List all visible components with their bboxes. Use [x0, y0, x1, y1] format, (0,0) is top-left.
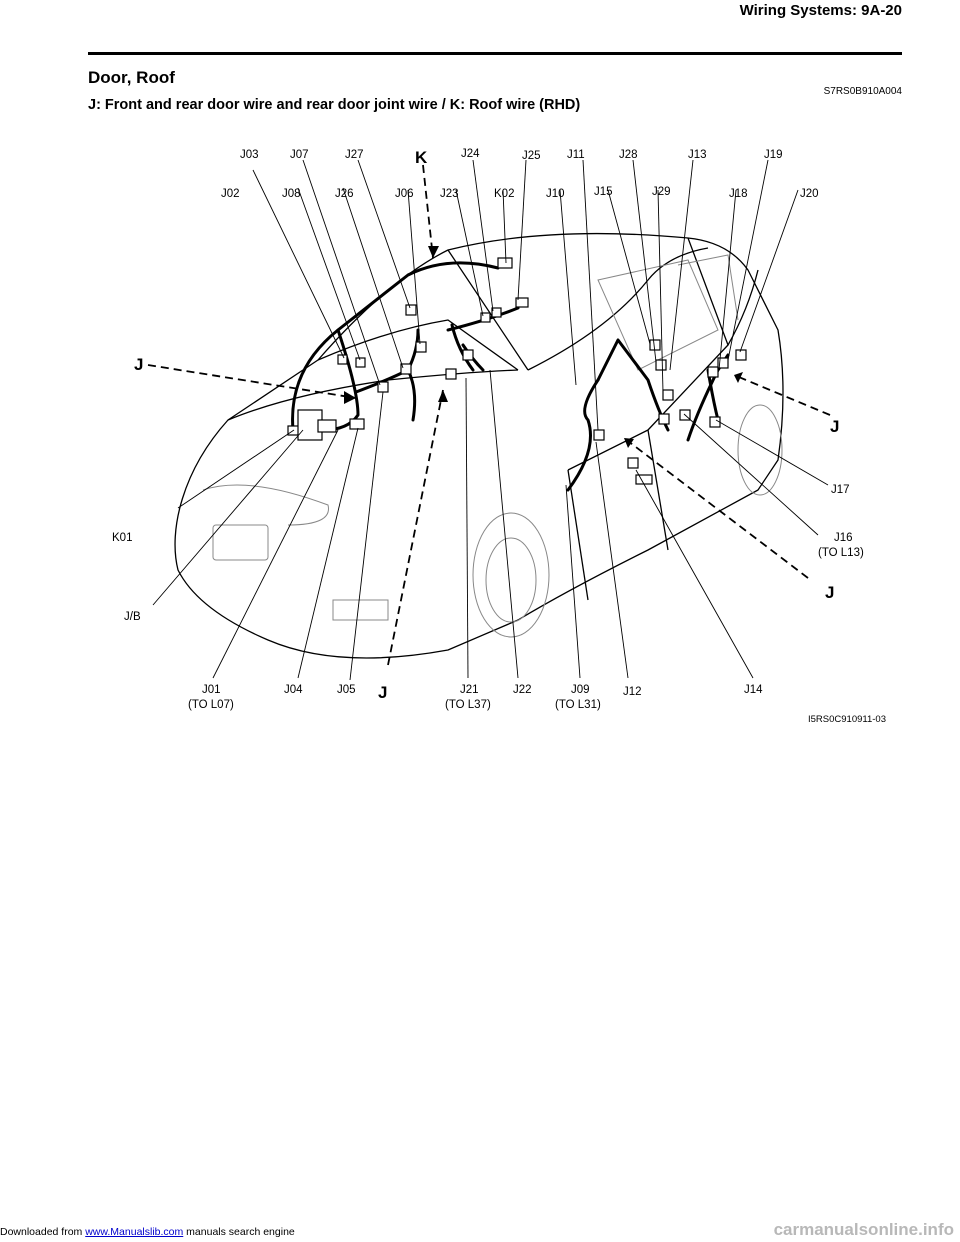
label-j16: J16 — [834, 532, 853, 544]
figure-id: I5RS0C910911-03 — [808, 714, 886, 725]
label-j09: J09 — [571, 684, 590, 696]
label-j25: J25 — [522, 150, 541, 162]
label-j05: J05 — [337, 684, 356, 696]
label-j20: J20 — [800, 188, 819, 200]
label-j19: J19 — [764, 149, 783, 161]
label-j12: J12 — [623, 686, 642, 698]
car-details — [202, 254, 783, 638]
label-jb: J/B — [124, 611, 141, 623]
connectors — [287, 257, 747, 485]
header-rule — [88, 52, 902, 55]
label-j28: J28 — [619, 149, 638, 161]
label-j29: J29 — [652, 186, 671, 198]
leader-lines — [152, 159, 829, 681]
pointer-arrows — [147, 164, 831, 666]
figure-subtitle: J: Front and rear door wire and rear doo… — [88, 97, 581, 113]
section-code: S7RS0B910A004 — [823, 86, 902, 97]
car-outline — [174, 232, 784, 659]
label-j26: J26 — [335, 188, 354, 200]
label-k-top: K — [415, 148, 428, 167]
label-j-left: J — [134, 355, 143, 374]
label-j08: J08 — [282, 188, 301, 200]
label-j01-sub: (TO L07) — [188, 699, 234, 711]
label-j22: J22 — [513, 684, 532, 696]
label-j07: J07 — [290, 149, 309, 161]
download-footer: Downloaded from www.Manualslib.com manua… — [0, 1226, 295, 1238]
label-j09-sub: (TO L31) — [555, 699, 601, 711]
label-j17: J17 — [831, 484, 850, 496]
header-title: Wiring Systems: 9A-20 — [739, 2, 902, 19]
label-j03: J03 — [240, 149, 259, 161]
label-j13: J13 — [688, 149, 707, 161]
section-title: Door, Roof — [88, 68, 175, 87]
label-j24: J24 — [461, 148, 480, 160]
label-j18: J18 — [729, 188, 748, 200]
label-j-right: J — [830, 417, 839, 436]
arrow-heads — [344, 246, 743, 448]
label-j21-sub: (TO L37) — [445, 699, 491, 711]
label-j01: J01 — [202, 684, 221, 696]
label-j16-sub: (TO L13) — [818, 547, 864, 559]
connector-labels: J03 J07 J27 J24 J25 J11 J28 J13 J19 J02 … — [112, 148, 864, 711]
footer-suffix: manuals search engine — [183, 1226, 295, 1238]
wire-harness — [291, 261, 730, 492]
label-j21: J21 — [460, 684, 479, 696]
label-j27: J27 — [345, 149, 364, 161]
footer-prefix: Downloaded from — [0, 1226, 86, 1238]
watermark: carmanualsonline.info — [773, 1220, 954, 1239]
label-k02: K02 — [494, 188, 514, 200]
label-j11: J11 — [567, 149, 585, 161]
label-j10: J10 — [546, 188, 565, 200]
label-j15: J15 — [594, 186, 613, 198]
label-j04: J04 — [284, 684, 303, 696]
label-j23: J23 — [440, 188, 459, 200]
manualslib-link[interactable]: www.Manualslib.com — [85, 1226, 184, 1238]
label-k01: K01 — [112, 532, 132, 544]
label-j14: J14 — [744, 684, 763, 696]
label-j-lower-right: J — [825, 583, 834, 602]
label-j02: J02 — [221, 188, 240, 200]
label-j06: J06 — [395, 188, 414, 200]
wiring-diagram: J J J J K J03 J07 J27 J24 J25 J11 J28 J1… — [112, 148, 886, 725]
label-j-bottom: J — [378, 683, 387, 702]
